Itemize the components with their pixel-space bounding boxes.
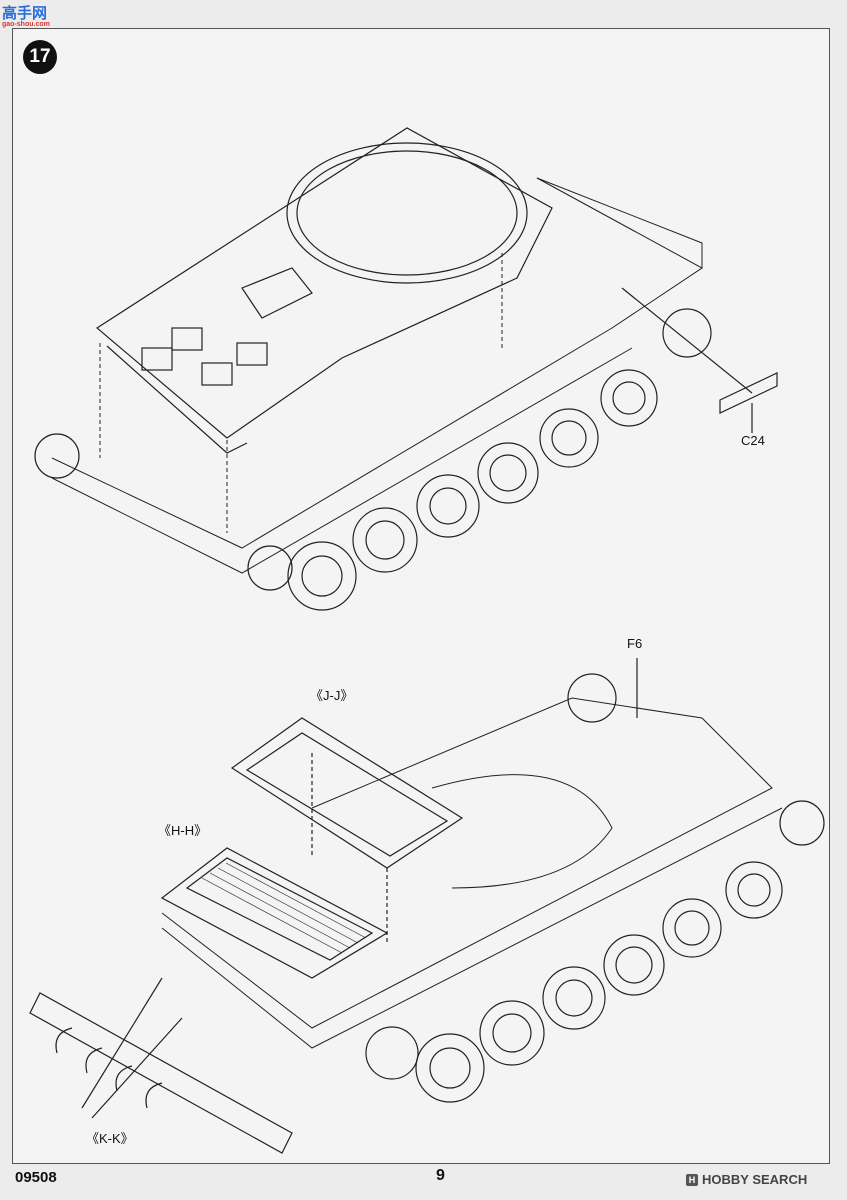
- site-watermark: 高手网 gao-shou.com: [2, 2, 50, 28]
- kit-number: 09508: [15, 1169, 57, 1186]
- instruction-sheet: [12, 28, 830, 1164]
- step-number-badge: 17: [23, 40, 57, 74]
- part-label-jj: 《J-J》: [310, 688, 354, 703]
- part-label-hh: 《H-H》: [158, 823, 208, 838]
- c24-part: [621, 287, 778, 433]
- assembly-drawing: [29, 127, 825, 1154]
- upper-hull-lower: [51, 177, 703, 574]
- upper-road-wheels: [34, 308, 712, 611]
- upper-hull-deck: [95, 127, 553, 454]
- hh-rear-deck: [160, 847, 389, 979]
- hobby-search-logo-icon: H: [686, 1173, 698, 1186]
- part-label-c24: C24: [741, 433, 765, 448]
- brand-watermark: H HOBBY SEARCH: [686, 1172, 807, 1187]
- lower-road-wheels: [365, 673, 825, 1103]
- part-label-f6: F6: [627, 636, 643, 651]
- page-number: 9: [436, 1167, 445, 1184]
- lower-hull: [161, 697, 783, 1049]
- watermark-text: 高手网: [2, 4, 48, 22]
- jj-engine-deck: [230, 717, 464, 943]
- part-label-kk: 《K-K》: [86, 1131, 134, 1146]
- kk-exhaust-part: [29, 977, 293, 1154]
- watermark-url: gao-shou.com: [2, 21, 50, 28]
- brand-text: HOBBY SEARCH: [702, 1172, 808, 1187]
